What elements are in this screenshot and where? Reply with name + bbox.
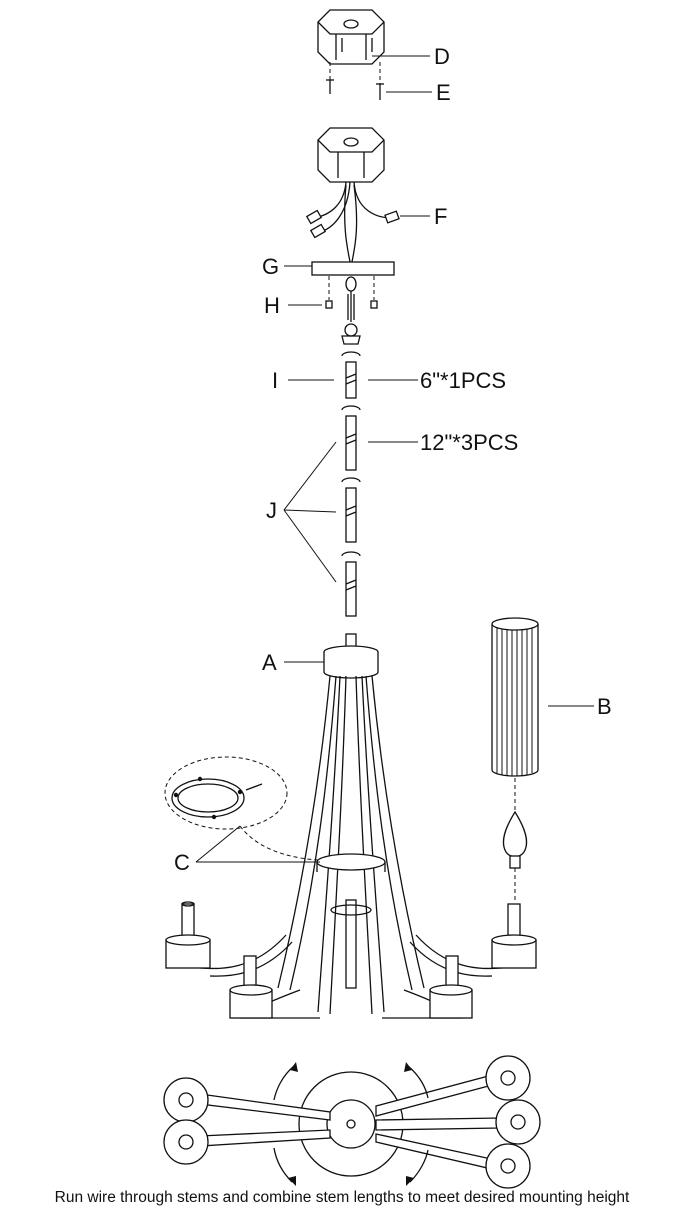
part-h-canopy-screws xyxy=(325,276,378,309)
candle-cup-right-rear xyxy=(429,955,473,1019)
label-a: A xyxy=(262,650,277,675)
part-a-body-hub xyxy=(323,633,379,679)
instruction-caption: Run wire through stems and combine stem … xyxy=(55,1189,630,1206)
label-d: D xyxy=(434,44,450,69)
chain-loop xyxy=(341,276,361,345)
stem-long-count: 12"*3PCS xyxy=(420,430,518,455)
candle-cup-left-rear xyxy=(229,955,273,1019)
part-i-short-stem xyxy=(341,351,361,399)
part-b-glass-shade xyxy=(491,617,539,777)
candle-cup-left-front xyxy=(165,901,211,969)
part-f-wire-connectors xyxy=(305,127,400,263)
label-i: I xyxy=(272,368,278,393)
label-h: H xyxy=(264,293,280,318)
part-c-ring xyxy=(164,756,386,872)
label-b: B xyxy=(597,694,612,719)
label-c: C xyxy=(174,850,190,875)
plan-view-top-down xyxy=(163,1055,541,1189)
part-j-long-stems xyxy=(341,405,361,617)
bulb-icon xyxy=(502,778,528,900)
label-e: E xyxy=(436,80,451,105)
label-f: F xyxy=(434,204,447,229)
label-j: J xyxy=(266,498,277,523)
label-g: G xyxy=(262,254,279,279)
stem-short-count: 6"*1PCS xyxy=(420,368,506,393)
chandelier-arms xyxy=(199,675,503,1019)
part-e-screws xyxy=(326,62,384,100)
candle-cup-right-front xyxy=(491,903,537,969)
part-g-canopy-plate xyxy=(311,261,395,276)
part-d-junction-box xyxy=(317,9,385,65)
